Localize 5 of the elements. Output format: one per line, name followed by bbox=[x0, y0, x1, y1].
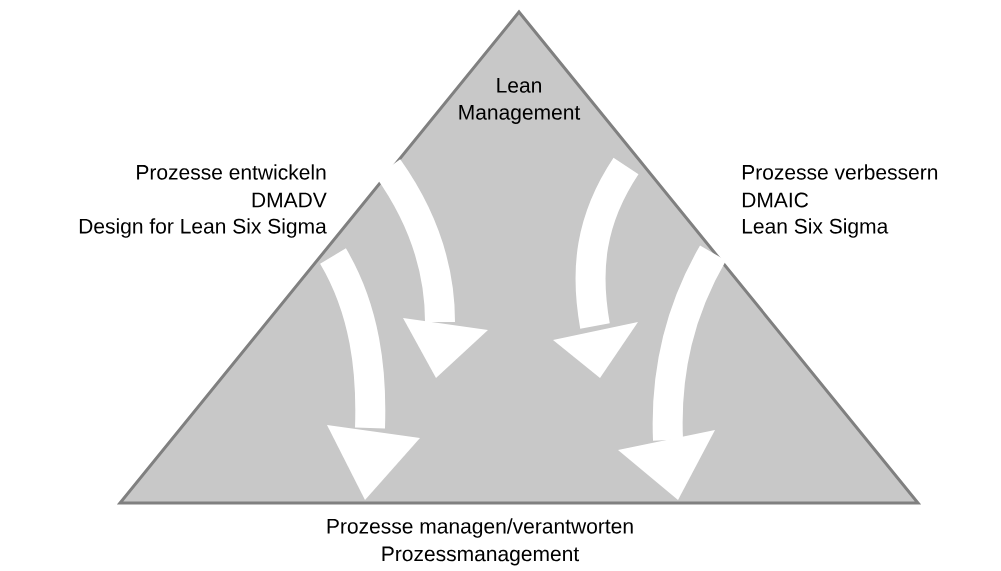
label: Prozessmanagement bbox=[382, 546, 580, 566]
label: Prozesse entwickeln bbox=[137, 164, 326, 180]
label: DMADV bbox=[252, 192, 327, 208]
label: Lean Six Sigma bbox=[742, 218, 889, 238]
label: DMAIC bbox=[742, 192, 809, 208]
